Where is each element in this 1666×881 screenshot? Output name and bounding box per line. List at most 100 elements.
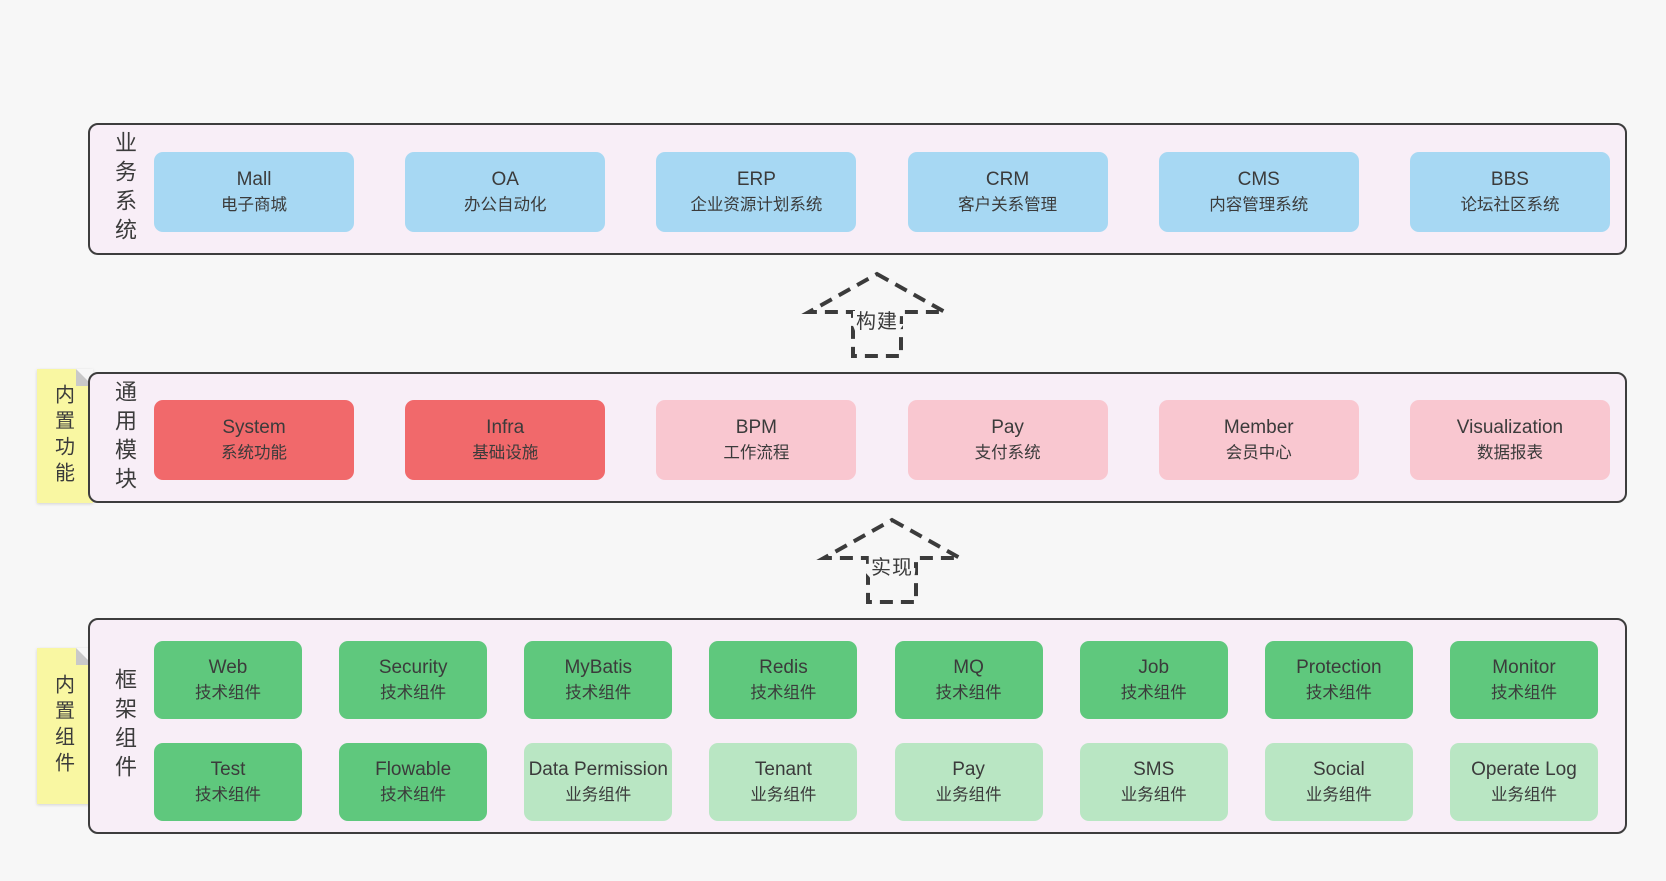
box-title: CRM: [985, 169, 1030, 191]
box-title: Job: [1138, 657, 1170, 679]
box-mq: MQ 技术组件: [894, 641, 1043, 719]
box-subtitle: 技术组件: [1305, 683, 1372, 702]
box-pay-component: Pay 业务组件: [894, 743, 1043, 821]
implement-arrow-label: 实现: [871, 556, 913, 579]
box-title: SMS: [1133, 759, 1175, 781]
box-title: Web: [208, 657, 248, 679]
box-title: Infra: [486, 417, 525, 439]
box-operate-log: Operate Log 业务组件: [1449, 743, 1598, 821]
business-box-row: Mall 电子商城 OA 办公自动化 ERP 企业资源计划系统 CRM 客户关系…: [154, 152, 1610, 232]
module-box-row: System 系统功能 Infra 基础设施 BPM 工作流程 Pay 支付系统…: [154, 400, 1610, 480]
box-subtitle: 业务组件: [750, 785, 817, 804]
box-title: Test: [210, 759, 246, 781]
box-oa: OA 办公自动化: [405, 152, 606, 232]
box-web: Web 技术组件: [154, 641, 302, 719]
box-subtitle: 技术组件: [935, 683, 1002, 702]
sticky-note-builtin-features: 内置功能: [37, 369, 93, 503]
box-subtitle: 技术组件: [750, 683, 817, 702]
box-subtitle: 数据报表: [1476, 443, 1543, 462]
box-title: Flowable: [375, 759, 452, 781]
box-title: Data Permission: [528, 759, 668, 781]
box-title: Mall: [236, 169, 272, 191]
layer-label-modules: 通用模块: [112, 379, 137, 496]
box-title: Redis: [759, 657, 808, 679]
box-cms: CMS 内容管理系统: [1158, 152, 1359, 232]
box-subtitle: 电子商城: [221, 195, 287, 214]
box-tenant: Tenant 业务组件: [709, 743, 858, 821]
box-title: Operate Log: [1471, 759, 1577, 781]
box-title: Monitor: [1492, 657, 1556, 679]
box-protection: Protection 技术组件: [1264, 641, 1413, 719]
box-subtitle: 技术组件: [1120, 683, 1187, 702]
box-security: Security 技术组件: [339, 641, 488, 719]
box-subtitle: 技术组件: [195, 785, 261, 804]
box-subtitle: 业务组件: [1305, 785, 1372, 804]
box-subtitle: 技术组件: [195, 683, 261, 702]
box-subtitle: 业务组件: [1490, 785, 1557, 804]
sticky-note-text: 内置组件: [51, 674, 74, 778]
implement-arrow: 实现: [816, 517, 968, 604]
box-subtitle: 技术组件: [380, 683, 447, 702]
box-mybatis: MyBatis 技术组件: [524, 641, 673, 719]
box-subtitle: 支付系统: [974, 443, 1041, 462]
box-subtitle: 技术组件: [565, 683, 632, 702]
box-subtitle: 业务组件: [935, 785, 1002, 804]
build-arrow-label: 构建: [856, 310, 898, 333]
box-subtitle: 系统功能: [221, 443, 287, 462]
box-subtitle: 工作流程: [723, 443, 790, 462]
box-title: OA: [491, 169, 519, 191]
box-title: Security: [378, 657, 448, 679]
box-bpm: BPM 工作流程: [656, 400, 857, 480]
box-data-permission: Data Permission 业务组件: [524, 743, 673, 821]
box-title: BBS: [1490, 169, 1529, 191]
box-sms: SMS 业务组件: [1079, 743, 1228, 821]
box-title: Member: [1223, 417, 1294, 439]
box-subtitle: 企业资源计划系统: [690, 195, 823, 214]
box-visualization: Visualization 数据报表: [1409, 400, 1610, 480]
box-title: BPM: [735, 417, 777, 439]
box-subtitle: 业务组件: [565, 785, 632, 804]
box-erp: ERP 企业资源计划系统: [656, 152, 857, 232]
box-subtitle: 业务组件: [1120, 785, 1187, 804]
layer-common-modules: 通用模块 System 系统功能 Infra 基础设施 BPM 工作流程 Pay…: [88, 372, 1627, 503]
sticky-note-text: 内置功能: [51, 384, 74, 488]
layer-business-systems: 业务系统 Mall 电子商城 OA 办公自动化 ERP 企业资源计划系统 CRM…: [88, 123, 1627, 255]
layer-label-business: 业务系统: [112, 131, 137, 247]
box-subtitle: 论坛社区系统: [1460, 195, 1560, 214]
box-subtitle: 技术组件: [1490, 683, 1557, 702]
box-pay-system: Pay 支付系统: [907, 400, 1108, 480]
box-test: Test 技术组件: [154, 743, 302, 821]
box-subtitle: 基础设施: [472, 443, 539, 462]
box-title: ERP: [736, 169, 776, 191]
box-title: CMS: [1237, 169, 1280, 191]
box-title: Pay: [952, 759, 985, 781]
layer-framework-components: 框架组件 Web 技术组件 Security 技术组件 MyBatis 技术组件…: [88, 618, 1627, 834]
layer-label-framework: 框架组件: [112, 668, 137, 784]
box-social: Social 业务组件: [1264, 743, 1413, 821]
box-title: Pay: [991, 417, 1024, 439]
box-member: Member 会员中心: [1158, 400, 1359, 480]
sticky-note-builtin-components: 内置组件: [37, 648, 93, 804]
framework-box-row-1: Web 技术组件 Security 技术组件 MyBatis 技术组件 Redi…: [154, 641, 1598, 719]
box-infra: Infra 基础设施: [405, 400, 606, 480]
box-crm: CRM 客户关系管理: [907, 152, 1108, 232]
box-title: MQ: [953, 657, 984, 679]
box-flowable: Flowable 技术组件: [339, 743, 488, 821]
framework-box-row-2: Test 技术组件 Flowable 技术组件 Data Permission …: [154, 743, 1598, 821]
box-title: Visualization: [1456, 417, 1564, 439]
box-job: Job 技术组件: [1079, 641, 1228, 719]
box-subtitle: 内容管理系统: [1209, 195, 1309, 214]
box-subtitle: 会员中心: [1225, 443, 1292, 462]
arrow-up-icon: [816, 517, 968, 604]
box-subtitle: 技术组件: [380, 785, 447, 804]
box-title: Protection: [1296, 657, 1382, 679]
build-arrow: 构建: [801, 271, 953, 358]
box-title: MyBatis: [564, 657, 633, 679]
box-title: Social: [1312, 759, 1365, 781]
box-title: Tenant: [754, 759, 812, 781]
box-redis: Redis 技术组件: [709, 641, 858, 719]
arrow-up-icon: [801, 271, 953, 358]
box-bbs: BBS 论坛社区系统: [1409, 152, 1610, 232]
box-mall: Mall 电子商城: [154, 152, 354, 232]
box-subtitle: 办公自动化: [463, 195, 547, 214]
